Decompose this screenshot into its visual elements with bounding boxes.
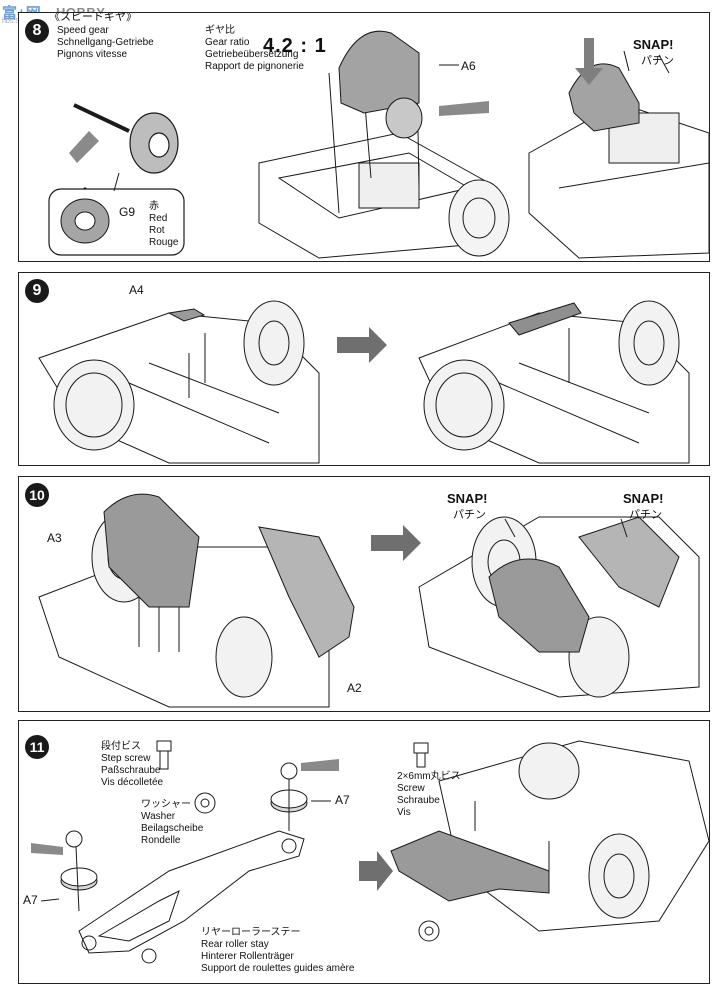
g9-color-en: Red xyxy=(149,213,168,224)
step-8-title-fr: Pignons vitesse xyxy=(57,49,128,60)
screw-en: Screw xyxy=(397,783,425,794)
tool-arrow-icon xyxy=(439,101,489,116)
screw-de: Schraube xyxy=(397,795,440,806)
part-a2-label: A2 xyxy=(347,681,362,695)
rear-roller-stay-en: Rear roller stay xyxy=(201,939,269,950)
step-8-title-jp: 《スピードギヤ》 xyxy=(49,12,137,23)
step-11-next-arrow-icon xyxy=(359,851,393,891)
step-screw-en: Step screw xyxy=(101,753,151,764)
right-screwdriver-icon xyxy=(301,759,339,771)
step-8-illustration xyxy=(19,13,710,262)
gear-ratio-value: 4.2 : 1 xyxy=(263,35,327,57)
step-11-number: 11 xyxy=(25,735,49,759)
part-a3-label: A3 xyxy=(47,531,62,545)
washer-fr: Rondelle xyxy=(141,835,181,846)
g9-color-jp: 赤 xyxy=(149,201,159,212)
step-9-illustration xyxy=(19,273,710,466)
push-down-arrow-icon xyxy=(575,38,603,85)
step-10-snap-label-2: SNAP! xyxy=(623,491,664,506)
g9-color-de: Rot xyxy=(149,225,165,236)
step-11-illustration xyxy=(31,721,710,984)
step-10-panel: 10 A3 A2 SNAP! パチン SNAP! パチン xyxy=(18,476,710,712)
part-g9-label: G9 xyxy=(119,205,136,219)
washer-de: Beilagscheibe xyxy=(141,823,204,834)
g9-color-fr: Rouge xyxy=(149,237,179,248)
screw-jp: 2×6mm丸ビス xyxy=(397,771,461,782)
step-10-snap-jp-1: パチン xyxy=(453,509,486,521)
gear-ratio-fr: Rapport de pignonerie xyxy=(205,61,304,72)
rear-roller-stay-de: Hinterer Rollenträger xyxy=(201,951,294,962)
step-8-snap-jp: パチン xyxy=(641,55,674,67)
step-8-number: 8 xyxy=(25,19,49,43)
step-10-illustration xyxy=(19,477,710,712)
step-8-panel: 8 《スピードギヤ》 Speed gear Schnellgang-Getrie… xyxy=(18,12,710,262)
washer-en: Washer xyxy=(141,811,176,822)
part-a4-label: A4 xyxy=(129,283,144,297)
step-9-panel: 9 A4 xyxy=(18,272,710,466)
step-screw-de: Paßschraube xyxy=(101,765,161,776)
rear-roller-stay-fr: Support de roulettes guides amère xyxy=(201,963,355,974)
step-8-snap-label: SNAP! xyxy=(633,37,674,52)
part-a6-label: A6 xyxy=(461,59,476,73)
step-9-next-arrow-icon xyxy=(337,327,387,363)
part-a7-label-left: A7 xyxy=(23,893,38,907)
step-screw-jp: 段付ビス xyxy=(101,741,141,752)
gear-ratio-jp: ギヤ比 xyxy=(205,25,235,36)
step-10-next-arrow-icon xyxy=(371,525,421,561)
left-screwdriver-icon xyxy=(31,843,63,855)
part-a7-label-right: A7 xyxy=(335,793,350,807)
washer-jp: ワッシャー xyxy=(141,799,191,810)
gear-ratio-de: Getriebeübersetzung xyxy=(205,49,299,60)
step-8-title-en: Speed gear xyxy=(57,25,109,36)
step-10-snap-jp-2: パチン xyxy=(629,509,662,521)
rear-roller-stay-jp: リヤーローラーステー xyxy=(201,927,301,938)
screwdriver-icon xyxy=(69,131,99,163)
step-11-panel: 11 段付ビス Step screw Paßschraube Vis décol… xyxy=(18,720,710,984)
step-9-number: 9 xyxy=(25,279,49,303)
gear-ratio-en: Gear ratio xyxy=(205,37,250,48)
step-10-snap-label-1: SNAP! xyxy=(447,491,488,506)
screw-fr: Vis xyxy=(397,807,411,818)
step-screw-fr: Vis décolletée xyxy=(101,777,164,788)
step-10-number: 10 xyxy=(25,483,49,507)
step-8-title-de: Schnellgang-Getriebe xyxy=(57,37,154,48)
